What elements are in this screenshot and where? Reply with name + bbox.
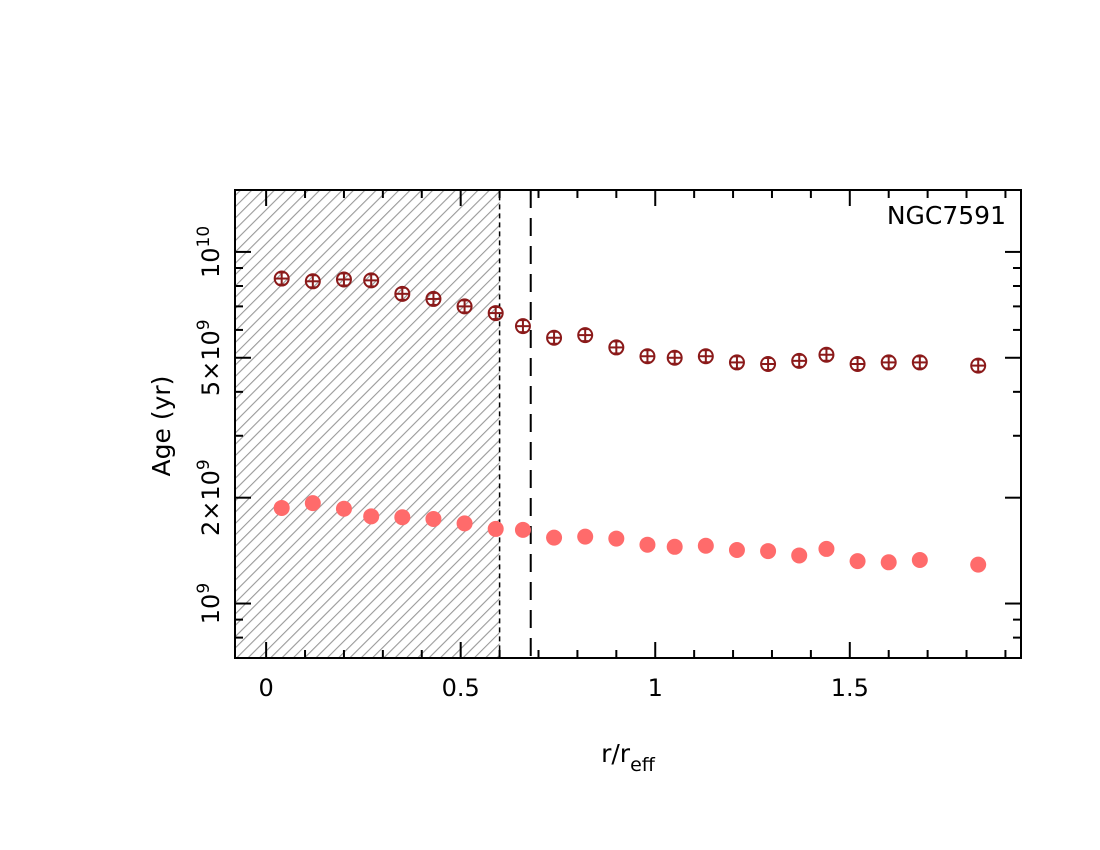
data-point-filled [849, 553, 866, 570]
data-point-open [394, 285, 411, 302]
data-layer [273, 270, 987, 573]
data-point-open [970, 357, 987, 374]
data-point-open [335, 271, 352, 288]
data-point-open [304, 273, 321, 290]
data-point-open [818, 346, 835, 363]
data-point-open [760, 355, 777, 372]
data-point-filled [970, 556, 987, 573]
data-point-filled [666, 538, 683, 555]
data-point-filled [487, 520, 504, 537]
y-tick-label: 1010 [194, 226, 225, 278]
data-point-open [456, 298, 473, 315]
data-point-filled [760, 543, 777, 560]
data-point-filled [791, 547, 808, 564]
data-point-filled [880, 554, 897, 571]
data-point-open [608, 339, 625, 356]
data-point-filled [304, 495, 321, 512]
x-axis-label: r/reff [601, 739, 656, 776]
excluded-region-layer [234, 189, 501, 659]
data-point-filled [546, 529, 563, 546]
data-point-filled [425, 510, 442, 527]
x-tick-label: 1 [648, 674, 663, 702]
x-axis-label-subscript: eff [630, 754, 656, 776]
galaxy-name-annotation: NGC7591 [887, 201, 1006, 230]
y-axis-label: Age (yr) [147, 376, 176, 477]
data-point-open [666, 349, 683, 366]
data-point-open [514, 318, 531, 335]
hatched-region [235, 190, 500, 658]
data-point-filled [514, 521, 531, 538]
y-tick-label: 2×109 [194, 459, 225, 536]
data-point-filled [639, 536, 656, 553]
data-point-filled [456, 515, 473, 532]
data-point-filled [697, 537, 714, 554]
x-tick-label: 0.5 [442, 674, 480, 702]
x-tick-label: 1.5 [831, 674, 869, 702]
data-point-open [577, 327, 594, 344]
data-point-filled [608, 530, 625, 547]
data-point-filled [335, 500, 352, 517]
plot-frame [234, 189, 1022, 659]
data-point-open [911, 354, 928, 371]
data-point-open [546, 329, 563, 346]
data-point-open [849, 355, 866, 372]
data-point-open [363, 272, 380, 289]
data-point-open [487, 305, 504, 322]
data-point-open [880, 354, 897, 371]
data-point-filled [728, 541, 745, 558]
axes-layer: 0 0.5 1 1.5 109 2×109 5×109 1010 [194, 189, 1022, 702]
data-point-open [273, 270, 290, 287]
data-point-filled [577, 528, 594, 545]
data-point-filled [273, 499, 290, 516]
data-point-filled [911, 551, 928, 568]
data-point-filled [394, 509, 411, 526]
y-tick-label: 109 [194, 583, 225, 624]
data-point-open [697, 348, 714, 365]
x-axis-label-main: r/r [601, 739, 631, 768]
data-point-open [425, 290, 442, 307]
data-point-open [728, 354, 745, 371]
x-tick-label: 0 [258, 674, 273, 702]
y-tick-label: 5×109 [194, 319, 225, 396]
data-point-open [791, 352, 808, 369]
data-point-open [639, 348, 656, 365]
data-point-filled [818, 540, 835, 557]
data-point-filled [363, 508, 380, 525]
